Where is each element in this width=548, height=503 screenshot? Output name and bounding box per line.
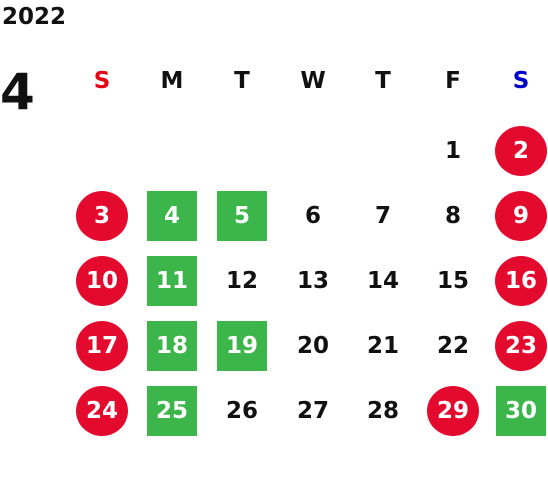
calendar-year: 2022: [2, 4, 67, 30]
calendar-day-4[interactable]: 4: [147, 191, 197, 241]
calendar-day-19[interactable]: 19: [217, 321, 267, 371]
calendar-day-6[interactable]: 6: [304, 203, 321, 229]
weekday-label: T: [375, 68, 391, 94]
calendar-day-22[interactable]: 22: [436, 333, 469, 359]
calendar-day-13[interactable]: 13: [296, 268, 329, 294]
weekday-label: W: [300, 68, 326, 94]
weekday-label: F: [445, 68, 461, 94]
calendar-day-28[interactable]: 28: [366, 398, 399, 424]
weekday-label: S: [512, 68, 530, 94]
calendar-day-9[interactable]: 9: [495, 191, 547, 241]
calendar-day-18[interactable]: 18: [147, 321, 197, 371]
calendar-day-2[interactable]: 2: [495, 126, 547, 176]
calendar-day-29[interactable]: 29: [427, 386, 479, 436]
calendar-day-7[interactable]: 7: [374, 203, 391, 229]
calendar-day-24[interactable]: 24: [76, 386, 128, 436]
calendar-day-27[interactable]: 27: [296, 398, 329, 424]
calendar-day-1[interactable]: 1: [444, 138, 461, 164]
calendar-day-17[interactable]: 17: [76, 321, 128, 371]
calendar-day-25[interactable]: 25: [147, 386, 197, 436]
calendar-month: 4: [0, 63, 35, 121]
weekday-label: T: [234, 68, 250, 94]
calendar-day-14[interactable]: 14: [366, 268, 399, 294]
calendar-day-11[interactable]: 11: [147, 256, 197, 306]
calendar-day-30[interactable]: 30: [496, 386, 546, 436]
calendar-day-8[interactable]: 8: [444, 203, 461, 229]
calendar-day-12[interactable]: 12: [225, 268, 258, 294]
calendar-day-15[interactable]: 15: [436, 268, 469, 294]
weekday-label: S: [93, 68, 111, 94]
calendar-day-5[interactable]: 5: [217, 191, 267, 241]
calendar-day-16[interactable]: 16: [495, 256, 547, 306]
calendar-day-21[interactable]: 21: [366, 333, 399, 359]
weekday-label: M: [160, 68, 184, 94]
calendar-day-20[interactable]: 20: [296, 333, 329, 359]
calendar-day-26[interactable]: 26: [225, 398, 258, 424]
calendar-day-23[interactable]: 23: [495, 321, 547, 371]
calendar-day-10[interactable]: 10: [76, 256, 128, 306]
calendar-day-3[interactable]: 3: [76, 191, 128, 241]
